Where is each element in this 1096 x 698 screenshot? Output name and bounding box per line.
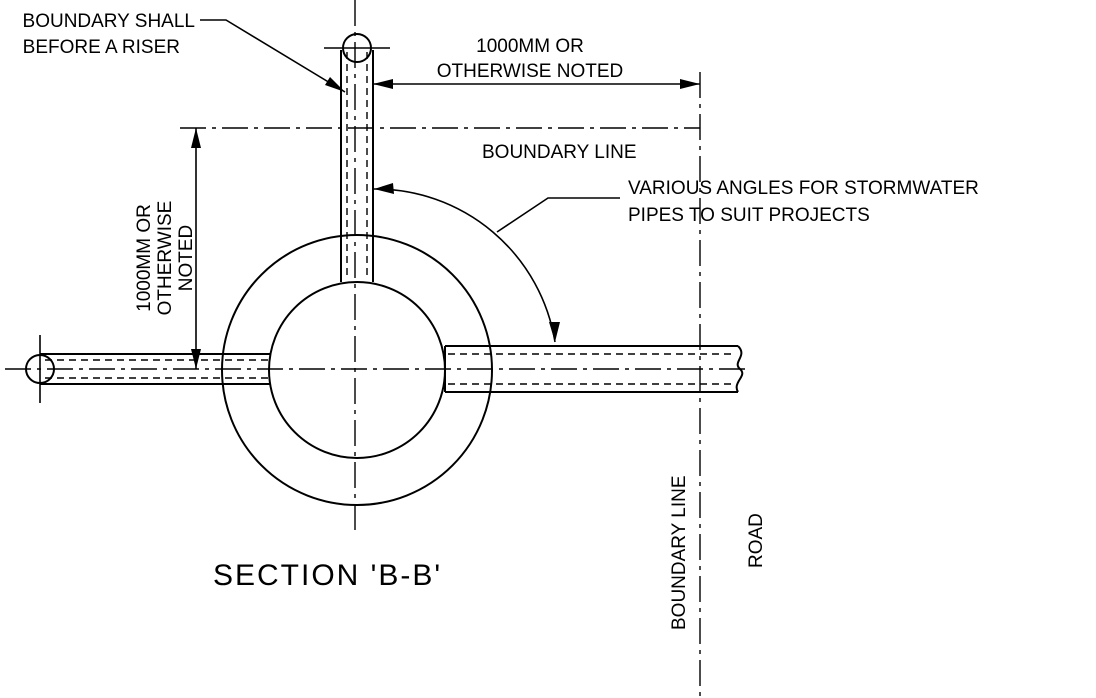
- angles-note-line1: VARIOUS ANGLES FOR STORMWATER: [628, 178, 979, 199]
- boundary-line-label-horizontal: BOUNDARY LINE: [482, 142, 637, 163]
- angles-note-leader: [373, 183, 620, 343]
- top-dimension: [373, 79, 700, 89]
- boundary-note-line1: BOUNDARY SHALL: [23, 11, 195, 32]
- svg-text:NOTED: NOTED: [176, 225, 197, 292]
- vertical-dimension: [191, 128, 201, 369]
- svg-text:1000MM OR: 1000MM OR: [134, 204, 155, 312]
- top-dimension-label-line2: OTHERWISE NOTED: [437, 61, 624, 82]
- boundary-note-line2: BEFORE A RISER: [23, 37, 180, 58]
- boundary-note-leader: [200, 19, 346, 93]
- pit-inner-circle: [268, 281, 446, 459]
- boundary-line-label-vertical: BOUNDARY LINE: [669, 475, 690, 630]
- vertical-dimension-label: 1000MM OR OTHERWISE NOTED: [134, 201, 197, 316]
- right-pipe: [444, 345, 744, 393]
- svg-text:OTHERWISE: OTHERWISE: [155, 201, 176, 316]
- riser-pipe: [340, 50, 374, 282]
- left-pipe-end-symbol: [25, 335, 55, 403]
- section-title: SECTION 'B-B': [213, 559, 442, 592]
- riser-cap-symbol: [324, 33, 390, 63]
- pit-outer-circle: [221, 234, 493, 506]
- left-pipe: [40, 353, 271, 385]
- angles-note-line2: PIPES TO SUIT PROJECTS: [628, 205, 870, 226]
- top-dimension-label-line1: 1000MM OR: [476, 36, 584, 57]
- road-label: ROAD: [746, 513, 767, 568]
